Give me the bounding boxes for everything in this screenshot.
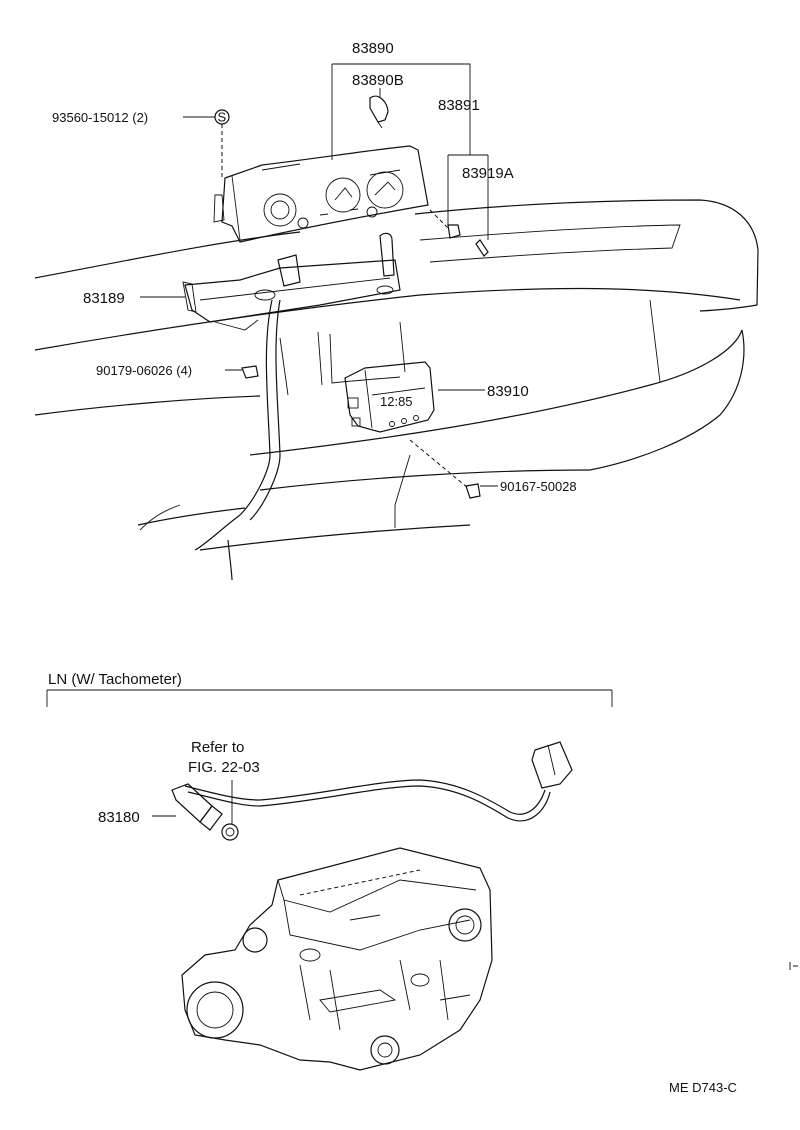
leader-lines <box>140 63 498 487</box>
s-mark: S <box>218 110 227 125</box>
fasteners: S <box>214 109 489 499</box>
refer-line-2: FIG. 22-03 <box>188 759 260 776</box>
section-title: LN (W/ Tachometer) <box>48 671 182 688</box>
label-83189: 83189 <box>83 290 125 307</box>
label-83890B: 83890B <box>352 72 404 89</box>
bracket-83189 <box>182 232 401 331</box>
label-83890: 83890 <box>352 40 394 57</box>
label-83180: 83180 <box>98 809 140 826</box>
bolt-90167 <box>465 483 481 499</box>
dashboard-outline <box>34 199 759 581</box>
label-83919A: 83919A <box>462 165 514 182</box>
clock-83910: 12:85 <box>344 361 435 433</box>
label-90179: 90179-06026 (4) <box>96 363 192 378</box>
figure-code: ME D743-C <box>669 1080 737 1095</box>
sensor-83180 <box>152 741 573 841</box>
label-93560: 93560-15012 (2) <box>52 110 148 125</box>
refer-line-1: Refer to <box>191 739 244 756</box>
bulb-83890B <box>369 95 389 129</box>
combination-meter <box>213 145 429 243</box>
label-83891: 83891 <box>438 97 480 114</box>
transmission-housing <box>181 847 493 1071</box>
clock-display: 12:85 <box>380 394 413 409</box>
section-bracket <box>46 689 613 707</box>
nut-90179 <box>241 365 259 379</box>
label-83910: 83910 <box>487 383 529 400</box>
label-90167: 90167-50028 <box>500 479 577 494</box>
edge-mark <box>789 962 798 970</box>
